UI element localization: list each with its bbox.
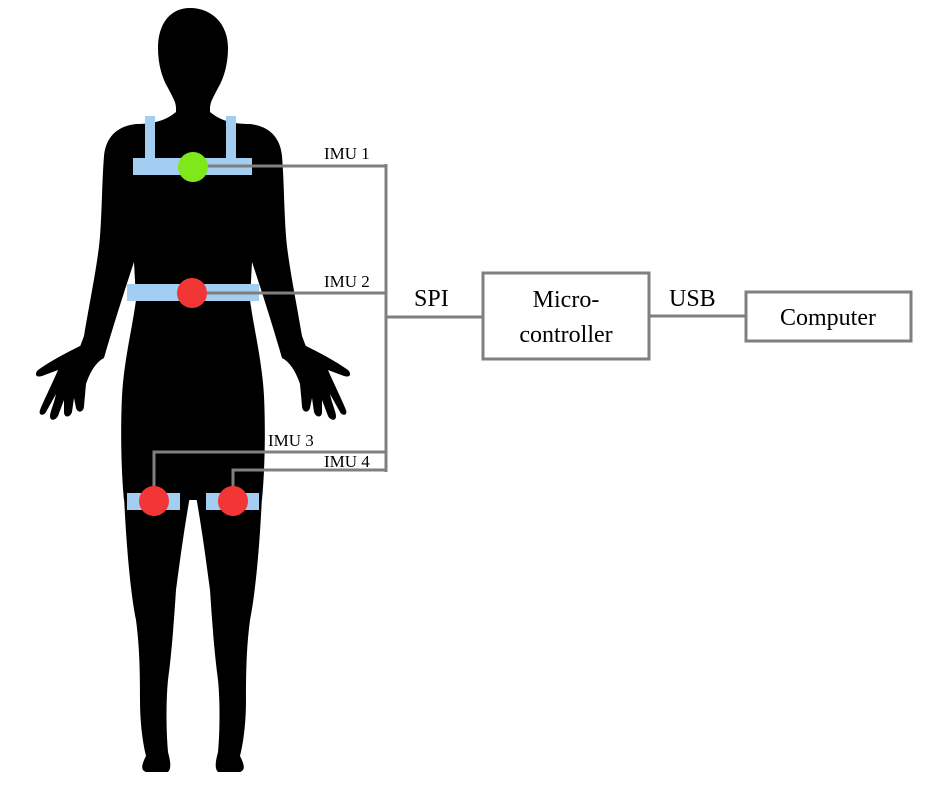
computer-box xyxy=(744,290,913,343)
imu-1-label: IMU 1 xyxy=(324,144,370,163)
right-leg xyxy=(196,496,262,772)
left-hand xyxy=(35,346,105,420)
left-leg xyxy=(124,496,190,772)
imu-2-sensor xyxy=(177,278,207,308)
wiring xyxy=(152,164,746,500)
imu-sensors xyxy=(139,152,248,516)
imu-3-sensor xyxy=(139,486,169,516)
head xyxy=(158,8,228,120)
microcontroller-label-line2: controller xyxy=(519,322,612,348)
imu-2-label: IMU 2 xyxy=(324,272,370,291)
imu-4-label: IMU 4 xyxy=(324,452,370,471)
spi-label: SPI xyxy=(414,286,449,312)
microcontroller-label-line1: Micro- xyxy=(533,287,600,313)
computer-label: Computer xyxy=(780,305,876,331)
usb-label: USB xyxy=(669,286,716,312)
chest-strap-right-shoulder xyxy=(226,116,236,162)
imu-1-sensor xyxy=(178,152,208,182)
microcontroller-block: Micro- controller xyxy=(481,271,651,361)
right-hand xyxy=(282,346,351,420)
imu-4-sensor xyxy=(218,486,248,516)
microcontroller-box xyxy=(481,271,651,361)
imu-3-label: IMU 3 xyxy=(268,431,314,450)
human-silhouette xyxy=(35,8,351,772)
computer-block: Computer xyxy=(744,290,913,343)
wire-imu3 xyxy=(152,450,386,500)
chest-strap-left-shoulder xyxy=(145,116,155,162)
